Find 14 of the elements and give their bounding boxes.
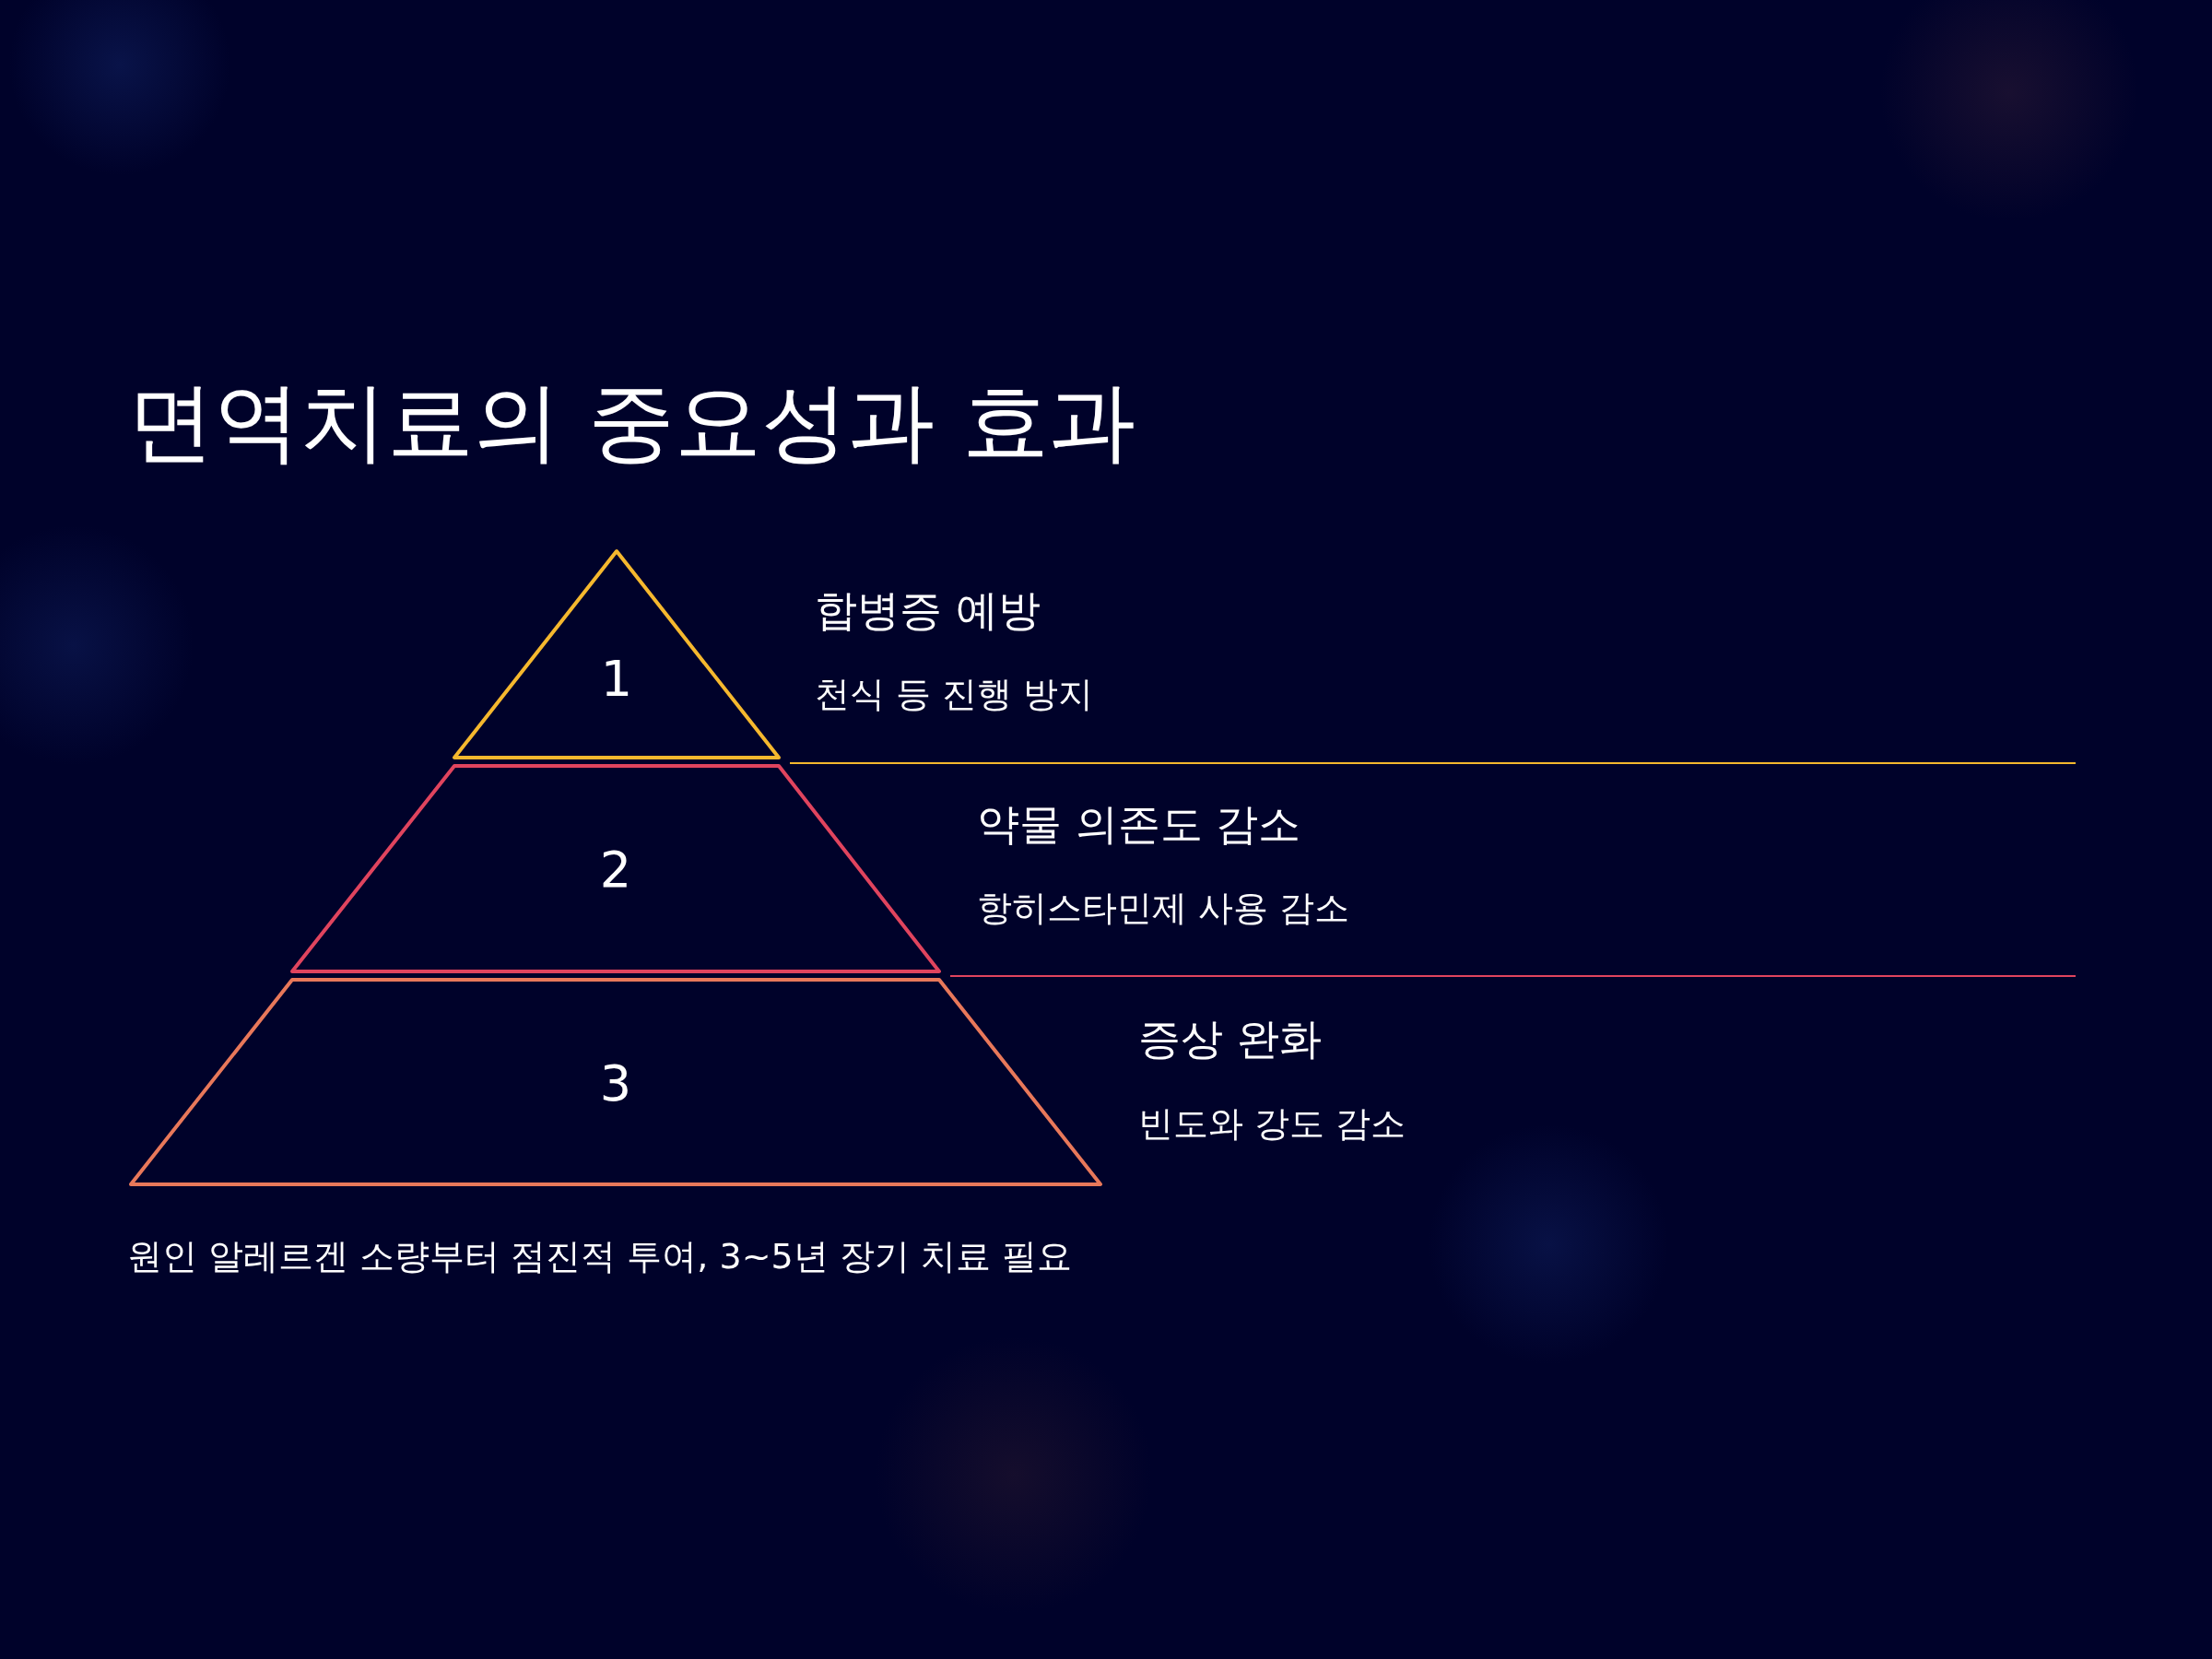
pyramid-level-trapezoid <box>131 980 1100 1184</box>
level-number: 2 <box>598 840 633 899</box>
level-number: 1 <box>599 649 634 708</box>
footnote-text: 원인 알레르겐 소량부터 점진적 투여, 3~5년 장기 치료 필요 <box>127 1235 1072 1278</box>
level-description: 빈도와 강도 감소 <box>1138 1102 1406 1146</box>
level-heading: 합병증 예방 <box>815 584 1041 637</box>
slide-title: 면역치료의 중요성과 효과 <box>127 371 1135 474</box>
level-heading: 증상 완화 <box>1138 1013 1322 1065</box>
pyramid-level-trapezoid <box>292 766 939 971</box>
level-heading: 약물 의존도 감소 <box>977 798 1301 851</box>
level-description: 항히스타민제 사용 감소 <box>977 887 1350 930</box>
level-description: 천식 등 진행 방지 <box>815 673 1094 716</box>
level-number: 3 <box>598 1053 633 1112</box>
pyramid-top-triangle <box>454 551 779 758</box>
